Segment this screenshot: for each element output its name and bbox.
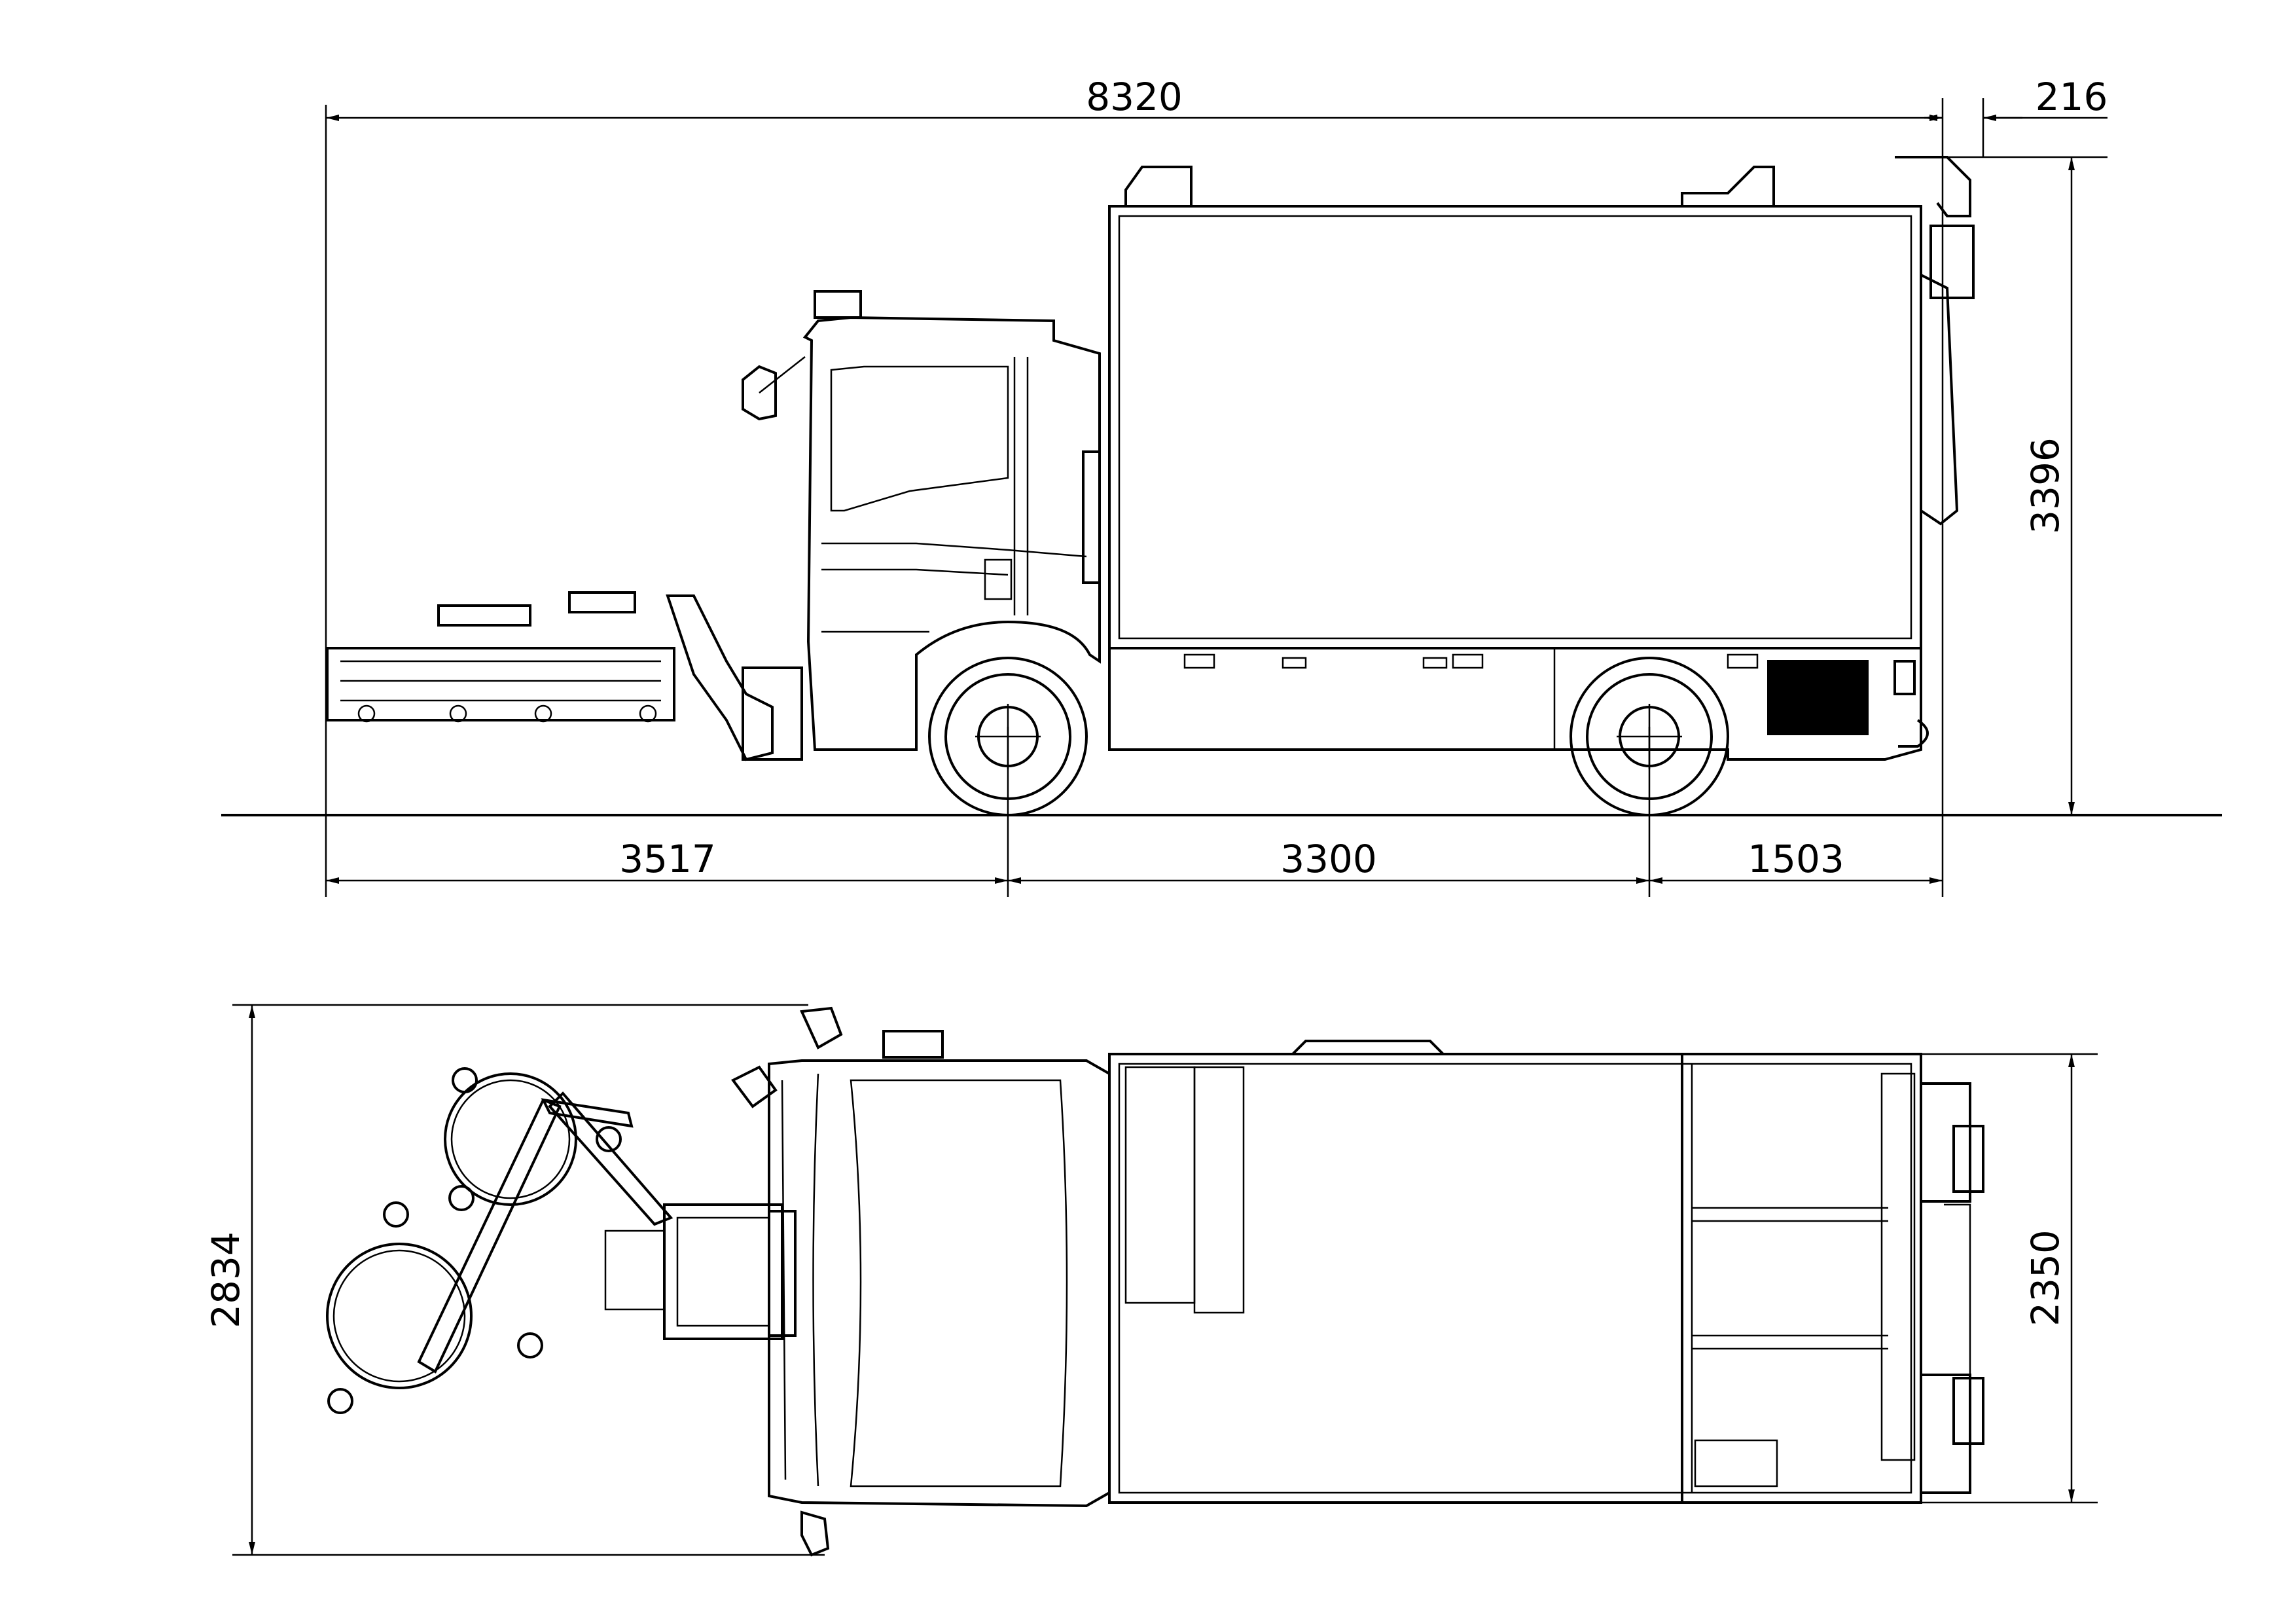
- dim-overall-height: 3396: [2023, 437, 2068, 534]
- dim-body-width: 2350: [2023, 1230, 2068, 1326]
- top-view: 2834 2350: [204, 1004, 2098, 1557]
- box-body: [1108, 166, 1922, 649]
- brush-arm: [417, 1091, 673, 1374]
- cab: [742, 290, 1101, 751]
- rotary-brush-upper: [444, 1067, 622, 1211]
- body-top: [1108, 1040, 1984, 1504]
- chassis: [1108, 647, 1929, 761]
- front-wheel: [928, 657, 1088, 816]
- dim-rear-extra: 216: [2036, 75, 2108, 119]
- rotary-brush-lower: [326, 1201, 543, 1414]
- rear-wheel: [1570, 657, 1729, 816]
- rear-light-block: [1767, 660, 1869, 735]
- front-attachment: [326, 591, 803, 761]
- side-view: 8320 216 3396 3517 3300 1503: [221, 75, 2222, 897]
- cab-top: [730, 1006, 1111, 1557]
- rear-equipment: [1895, 156, 1975, 526]
- front-hitch-top: [663, 1203, 797, 1340]
- dim-overall-length: 8320: [1086, 75, 1183, 119]
- dim-overall-width: 2834: [204, 1231, 248, 1328]
- dim-wheelbase: 3300: [1280, 837, 1377, 881]
- dim-front-overhang: 3517: [619, 837, 716, 881]
- dim-rear-overhang: 1503: [1748, 837, 1844, 881]
